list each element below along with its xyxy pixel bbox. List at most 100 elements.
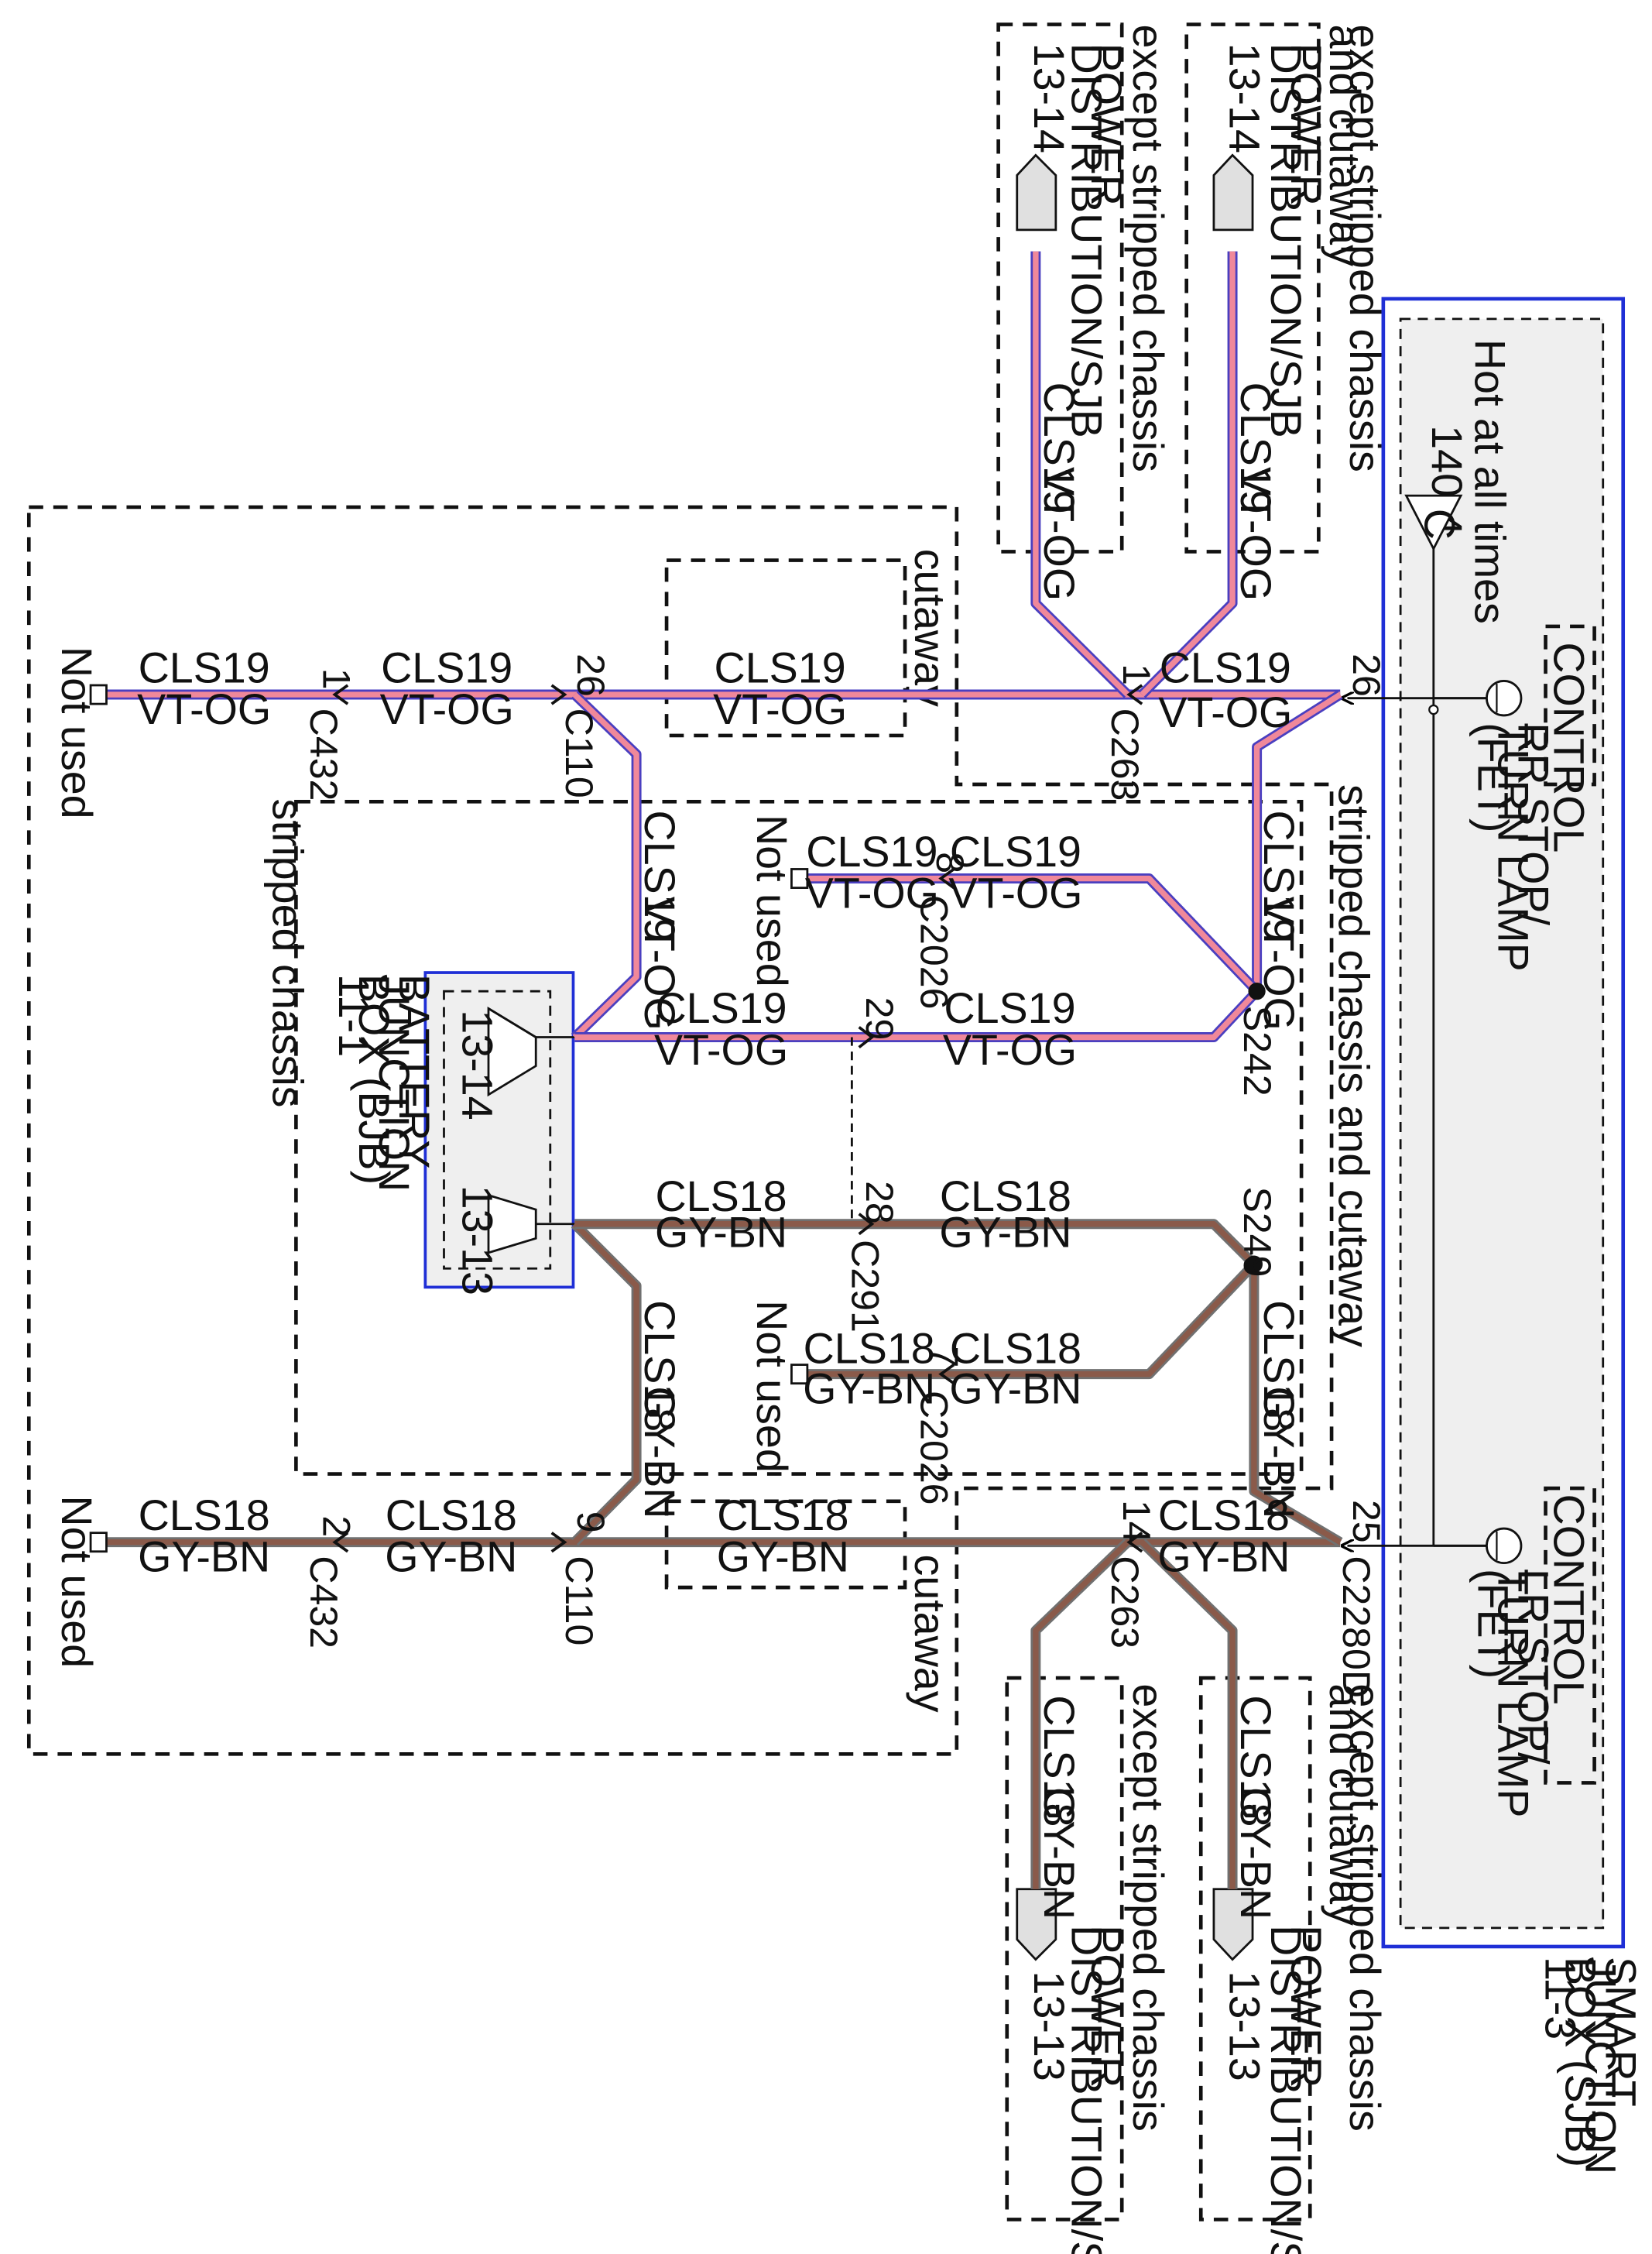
cls18-wire-outline <box>571 1220 642 1546</box>
wire-label-color: VT-OG <box>805 870 939 918</box>
sjb-title-line-1: SMART <box>1596 1957 1644 2107</box>
bjb-module: 13-14 13-13 BATTERY JUNCTION BOX (BJB) 1… <box>330 971 575 1295</box>
power-dist-box-3 <box>1005 1676 1124 2221</box>
splice-s249 <box>1245 1255 1263 1273</box>
pd1-ref: 13-14 <box>1025 43 1073 153</box>
wire-label-color: VT-OG <box>948 870 1082 918</box>
sjb-title-line-4: 11-3 <box>1537 1957 1585 2040</box>
bjb-title-1: BATTERY <box>390 974 438 1168</box>
wire-label-color: GY-BN <box>803 1365 935 1413</box>
not-used-label-3: Not used <box>748 815 796 987</box>
pd3-note: except stripped chassis <box>1124 1683 1172 2131</box>
wire-label-circuit: CLS19 <box>1160 643 1291 691</box>
connector-pin: 1 <box>315 668 358 690</box>
wire-label-color: VT-OG <box>943 1026 1077 1074</box>
sjb-control-box-rr <box>1544 624 1596 787</box>
wire-label-circuit: CLS18 <box>636 1300 684 1432</box>
bjb-ref-upper: 13-14 <box>454 1010 502 1120</box>
bjb-fuse-lower <box>487 1193 537 1254</box>
rr-fet-symbol <box>1486 680 1523 717</box>
splice-s242 <box>1248 983 1266 1000</box>
sjb-title-line-2: JUNCTION <box>1576 1957 1624 2174</box>
pd4-note-2: and cutaway <box>1321 1683 1369 1926</box>
connector-pin: 14 <box>1115 1500 1158 1543</box>
wire-label-color: GY-BN <box>655 1208 787 1256</box>
wire-label-color: GY-BN <box>1232 1787 1280 1920</box>
wire-label-color: VT-OG <box>636 897 684 1031</box>
wire-label-color: GY-BN <box>636 1386 684 1518</box>
cls18-wire <box>1033 1540 1130 1889</box>
wire-label-circuit: CLS18 <box>1255 1300 1303 1432</box>
cutaway-label-upper: cutaway <box>906 549 954 707</box>
bjb-ref-lower: 13-13 <box>454 1185 502 1295</box>
sjb-outline <box>1381 297 1626 1949</box>
wires-cls18 <box>98 1219 1343 1889</box>
not-used-terminal-4 <box>790 1364 809 1385</box>
connector-arrows <box>332 684 1143 1553</box>
connector-labels: C432 1 C110 26 C263 1 26 C2026 8 S242 29… <box>302 654 1388 1698</box>
power-dist-box-1 <box>996 22 1124 554</box>
connector-pin: 25 <box>1345 1500 1388 1543</box>
connector-name: C432 <box>302 708 345 801</box>
rr-lamp-line-1: RR STOP/ <box>1509 722 1557 925</box>
stripped-cutaway-label: stripped chassis and cutaway <box>1329 784 1377 1347</box>
connector-name: C263 <box>1103 708 1146 801</box>
cls18-wire <box>798 1262 1256 1377</box>
wire-label-color: VT-OG <box>1255 897 1303 1031</box>
pd4-ref: 13-13 <box>1220 1971 1268 2081</box>
wire-label-circuit: CLS18 <box>139 1491 270 1539</box>
lr-lamp-line-3: (FET) <box>1469 1569 1517 1679</box>
connector-name: C263 <box>1103 1556 1146 1648</box>
connector-name: C2280D <box>1335 1556 1378 1698</box>
cls18-wire <box>574 1221 1256 1267</box>
power-dist-box-4 <box>1198 1676 1312 2221</box>
wire-label-circuit: CLS18 <box>386 1491 517 1539</box>
not-used-terminal-2 <box>89 1532 108 1553</box>
power-dist-connector-3 <box>1016 1888 1057 1961</box>
splice-label: S249 <box>1236 1186 1279 1277</box>
power-dist-connector-2 <box>1212 153 1254 232</box>
connector-pin: 26 <box>569 654 612 697</box>
bjb-title-2: JUNCTION <box>370 974 418 1192</box>
wires-cls19 <box>98 251 1343 1043</box>
power-dist-connector-4 <box>1212 1888 1254 1961</box>
lr-control-label: CONTROL <box>1545 1494 1593 1705</box>
pd3-title-2: DISTRIBUTION/SJB <box>1062 1925 1110 2254</box>
connector-name: C2026 <box>912 895 955 1010</box>
bjb-title-4: 11-1 <box>330 974 378 1057</box>
wire-label-circuit: CLS19 <box>715 643 846 691</box>
wire-label-circuit: CLS19 <box>1035 383 1083 514</box>
cls19-wire <box>798 875 1260 993</box>
wire-label-circuit: CLS19 <box>139 643 270 691</box>
not-used-label-1: Not used <box>53 647 101 819</box>
wire-label-circuit: CLS18 <box>940 1172 1071 1220</box>
bjb-title-3: BOX (BJB) <box>350 974 398 1185</box>
wire-label-color: VT-OG <box>137 685 271 733</box>
fuse-letter: C <box>1416 509 1464 540</box>
splice-label: S242 <box>1236 1006 1279 1096</box>
wire-label-color: GY-BN <box>138 1533 270 1581</box>
cls18-wire <box>1140 1540 1236 1889</box>
power-distribution-sources: POWER DISTRIBUTION/SJB 13-14 except stri… <box>1016 25 1389 2254</box>
lr-lamp-line-2: TURN LAMP <box>1489 1569 1537 1818</box>
pd4-title-1: POWER <box>1282 1925 1330 2088</box>
connector-pin: 8 <box>928 852 972 873</box>
sjb-title-line-3: BOX (SJB) <box>1556 1957 1604 2167</box>
pd1-note: except stripped chassis <box>1124 25 1172 472</box>
wire-label-circuit: CLS19 <box>950 828 1081 876</box>
wire-label-circuit: CLS19 <box>806 828 937 876</box>
not-used-label-4: Not used <box>748 1300 796 1473</box>
not-used-terminal-3 <box>790 868 809 889</box>
stripped-chassis-label: stripped chassis <box>264 799 312 1108</box>
connector-name: C110 <box>557 708 601 798</box>
wire-label-color: VT-OG <box>380 685 514 733</box>
wire-label-circuit: CLS18 <box>1158 1491 1290 1539</box>
pd2-title-1: POWER <box>1282 43 1330 206</box>
pd2-title-2: DISTRIBUTION/SJB <box>1262 43 1310 438</box>
not-used-terminal-1 <box>89 684 108 705</box>
pd2-note-1: except stripped chassis <box>1341 25 1389 472</box>
wire-label-color: GY-BN <box>939 1208 1071 1256</box>
pd3-ref: 13-13 <box>1025 1971 1073 2081</box>
power-dist-box-2 <box>1184 22 1321 554</box>
rr-lamp-line-2: TURN LAMP <box>1489 722 1537 972</box>
